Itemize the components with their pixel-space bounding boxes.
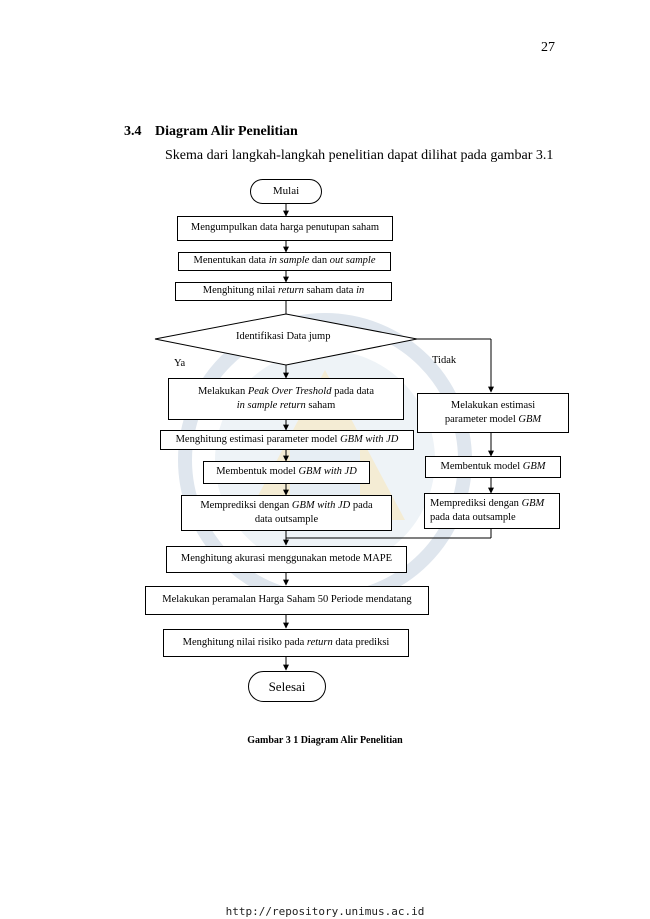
no-branch-label: Tidak [432, 355, 457, 366]
step-build-gbm-label: Membentuk model GBM [440, 460, 546, 472]
end-label: Selesai [268, 678, 306, 694]
step-split-data-label: Menentukan data in sample dan out sample [193, 255, 376, 267]
end-terminal: Selesai [248, 671, 326, 702]
repository-footer-link[interactable]: http://repository.unimus.ac.id [225, 905, 425, 918]
step-peak-over-threshold: Melakukan Peak Over Treshold pada data i… [168, 378, 404, 420]
step-build-gbm-jd: Membentuk model GBM with JD [203, 461, 370, 484]
step-compute-return: Menghitung nilai return saham data in [175, 282, 392, 301]
step-compute-return-label: Menghitung nilai return saham data in [202, 285, 365, 297]
figure-caption: Gambar 3 1 Diagram Alir Penelitian [247, 735, 403, 746]
start-terminal: Mulai [250, 179, 322, 204]
page-number: 27 [541, 40, 555, 55]
step-collect-data: Mengumpulkan data harga penutupan saham [177, 216, 393, 241]
step-risk-value: Menghitung nilai risiko pada return data… [163, 629, 409, 657]
yes-branch-label: Ya [174, 358, 186, 369]
step-estimate-gbm-jd: Menghitung estimasi parameter model GBM … [160, 430, 414, 450]
step-build-gbm-jd-label: Membentuk model GBM with JD [216, 466, 357, 478]
start-label: Mulai [272, 185, 300, 198]
intro-paragraph: Skema dari langkah-langkah penelitian da… [165, 148, 554, 163]
step-mape-accuracy: Menghitung akurasi menggunakan metode MA… [166, 546, 407, 573]
step-build-gbm: Membentuk model GBM [425, 456, 561, 478]
section-heading: 3.4 Diagram Alir Penelitian [124, 124, 298, 140]
step-forecast-prices-label: Melakukan peramalan Harga Saham 50 Perio… [162, 594, 412, 606]
step-peak-over-threshold-label: Melakukan Peak Over Treshold pada data i… [197, 385, 375, 411]
section-title: Diagram Alir Penelitian [155, 124, 298, 139]
step-forecast-prices: Melakukan peramalan Harga Saham 50 Perio… [145, 586, 429, 615]
step-collect-data-label: Mengumpulkan data harga penutupan saham [190, 222, 380, 234]
decision-jump-label: Identifikasi Data jump [236, 331, 331, 342]
step-mape-accuracy-label: Menghitung akurasi menggunakan metode MA… [180, 553, 393, 565]
step-estimate-gbm-jd-label: Menghitung estimasi parameter model GBM … [175, 433, 399, 445]
step-split-data: Menentukan data in sample dan out sample [178, 252, 391, 271]
section-number: 3.4 [124, 124, 142, 139]
step-risk-value-label: Menghitung nilai risiko pada return data… [182, 636, 390, 648]
